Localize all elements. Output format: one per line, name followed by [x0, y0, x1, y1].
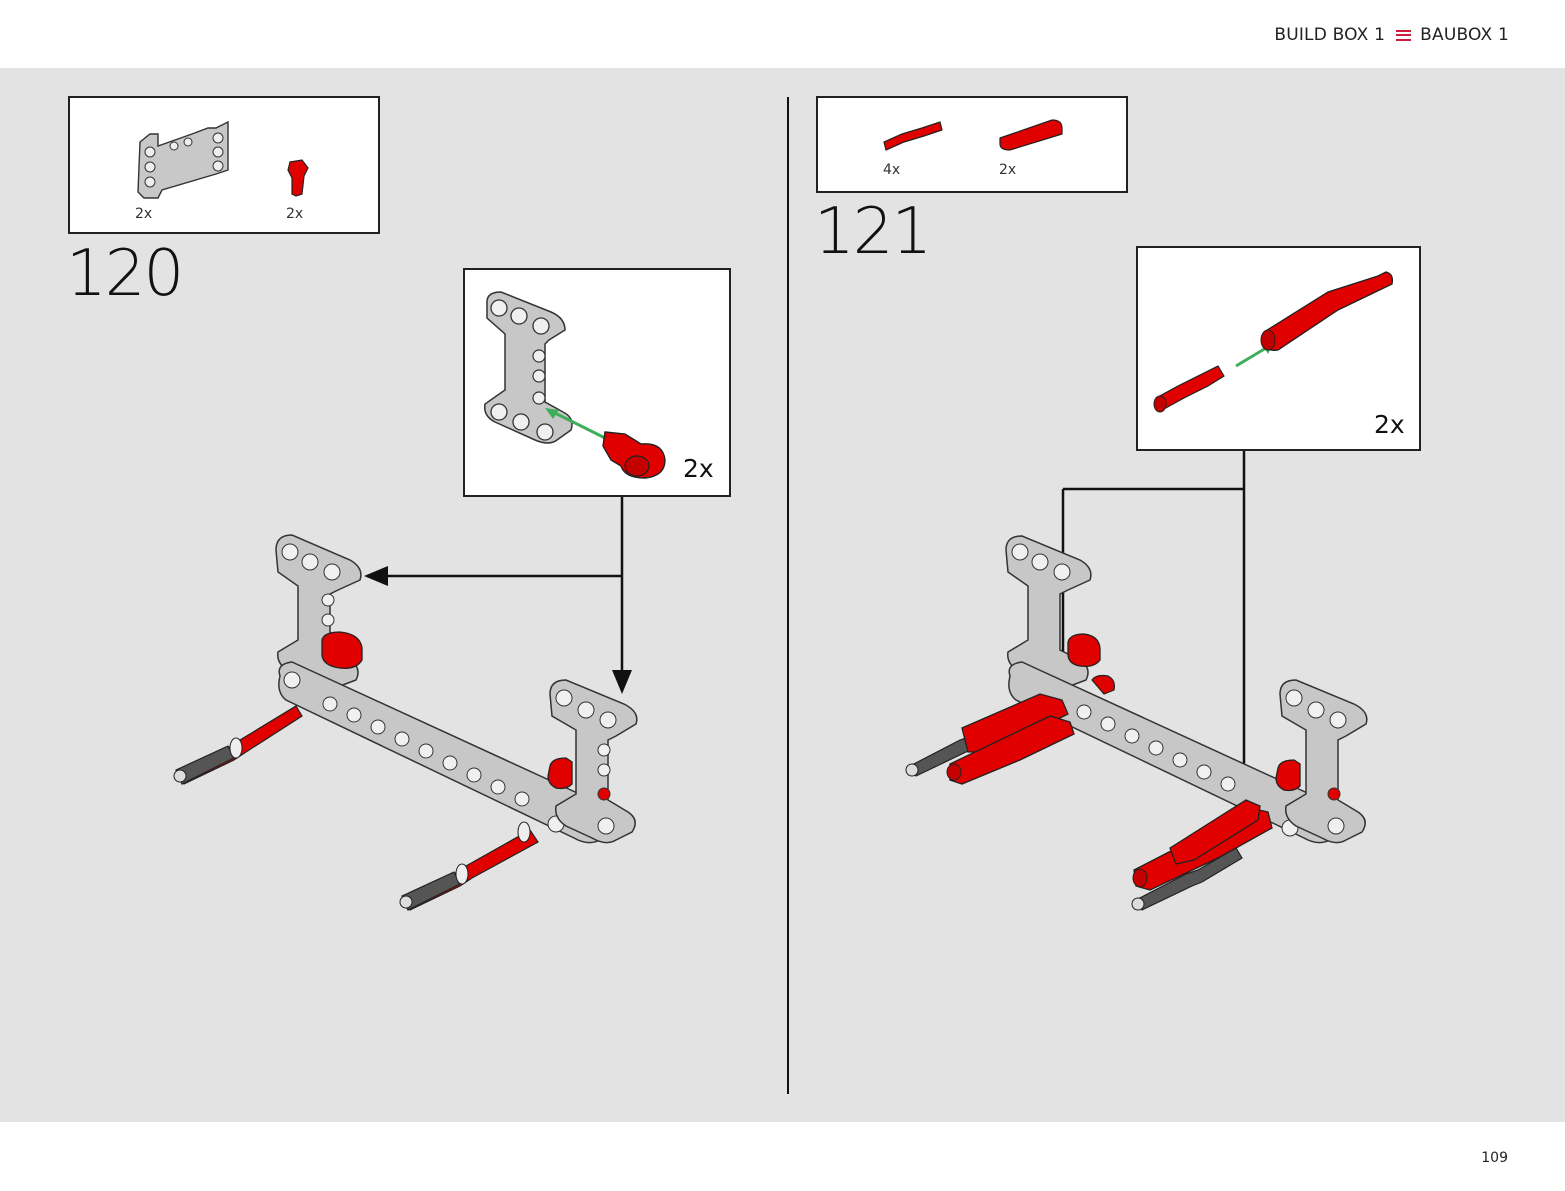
part-count: 4x [883, 162, 901, 178]
part-count: 2x [286, 206, 304, 222]
callout-assembly-illustration [483, 291, 666, 479]
menu-lines-icon [1396, 29, 1412, 41]
frame-part-icon [137, 120, 229, 199]
step-number-121: 121 [814, 195, 932, 269]
page-header: BUILD BOX 1 BAUBOX 1 [0, 0, 1565, 68]
callout-count: 2x [683, 454, 714, 483]
callout-assembly-illustration [1153, 271, 1394, 413]
step-number-120: 120 [66, 237, 184, 311]
callout-count: 2x [1374, 410, 1405, 439]
part-count: 2x [135, 206, 153, 222]
red-pin-part-icon [287, 159, 309, 197]
parts-list-box-step-121: 4x 2x [816, 96, 1128, 193]
page-number: 109 [1481, 1150, 1508, 1166]
parts-list-box-step-120: 2x 2x [68, 96, 380, 234]
short-axle-pin-icon [883, 121, 943, 151]
header-left-label: BUILD BOX 1 [1274, 25, 1386, 45]
header-right-label: BAUBOX 1 [1420, 25, 1509, 45]
instruction-content-area [0, 68, 1565, 1122]
step-divider [787, 97, 789, 1094]
part-count: 2x [999, 162, 1017, 178]
callout-box-step-121: 2x [1136, 246, 1421, 451]
build-box-label: BUILD BOX 1 BAUBOX 1 [1274, 25, 1509, 45]
long-connector-icon [999, 119, 1063, 151]
callout-box-step-120: 2x [463, 268, 731, 497]
